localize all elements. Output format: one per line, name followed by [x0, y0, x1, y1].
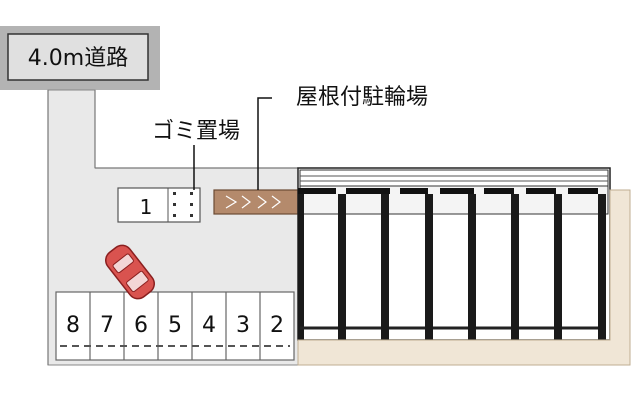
- space-label: 6: [134, 313, 148, 338]
- road-label: 4.0m道路: [28, 46, 128, 71]
- covered-bike-parking: [213, 189, 299, 215]
- garbage-label: ゴミ置場: [152, 119, 240, 144]
- space-label: 8: [66, 313, 80, 338]
- space-label: 2: [270, 313, 284, 338]
- ground-area: [297, 189, 631, 366]
- road-label-box: [7, 33, 149, 81]
- space-label: 7: [100, 313, 114, 338]
- space-label: 3: [236, 313, 250, 338]
- building: [297, 167, 611, 341]
- space-1-label: 1: [140, 195, 153, 219]
- space-label: 5: [168, 313, 182, 338]
- road: 4.0m道路: [0, 26, 160, 96]
- garbage-area: 1: [117, 187, 201, 223]
- parking-spaces: 8 7 6 5 4 3 2: [55, 291, 295, 361]
- space-label: 4: [202, 313, 216, 338]
- car-icon: [105, 244, 155, 300]
- bike-label: 屋根付駐輪場: [296, 85, 428, 110]
